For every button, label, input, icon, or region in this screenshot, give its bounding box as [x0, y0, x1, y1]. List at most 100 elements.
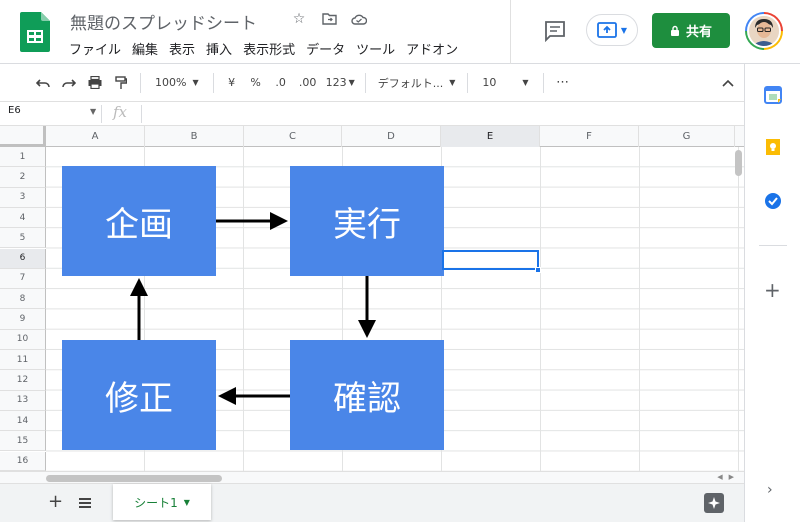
increase-decimal-button[interactable]: .00: [294, 71, 322, 95]
menu-insert[interactable]: 挿入: [206, 43, 233, 58]
toolbar-divider: [364, 72, 366, 93]
column-headers: A B C D E F G: [0, 126, 744, 147]
document-title[interactable]: 無題のスプレッドシート: [70, 14, 257, 34]
row-header-10[interactable]: 10: [0, 329, 46, 350]
arrow-act-to-plan[interactable]: [130, 278, 148, 340]
column-header-b[interactable]: B: [145, 126, 244, 147]
column-header-e[interactable]: E: [441, 126, 540, 147]
row-header-13[interactable]: 13: [0, 390, 46, 411]
zoom-select[interactable]: 100%▼: [147, 71, 207, 95]
diagram-box-do[interactable]: 実行: [290, 166, 444, 276]
undo-icon[interactable]: [30, 71, 56, 95]
vertical-scrollbar[interactable]: [735, 150, 742, 176]
font-size-select[interactable]: 10▼: [474, 71, 536, 95]
chevron-down-icon[interactable]: ▼: [90, 107, 97, 116]
avatar[interactable]: [745, 12, 783, 50]
diagram-box-act[interactable]: 修正: [62, 340, 216, 450]
row-header-1[interactable]: 1: [0, 147, 46, 168]
present-button[interactable]: ▼: [586, 14, 638, 46]
percent-format-button[interactable]: %: [250, 76, 261, 89]
menu-file[interactable]: ファイル: [69, 43, 122, 58]
column-header-f[interactable]: F: [540, 126, 639, 147]
user-photo-icon: [749, 16, 779, 46]
scroll-arrows: ◀ ▶: [717, 473, 734, 481]
more-formats-label: 123: [325, 76, 347, 89]
currency-format-button[interactable]: ¥: [228, 76, 236, 89]
name-box[interactable]: E6: [8, 105, 21, 116]
row-header-8[interactable]: 8: [0, 289, 46, 310]
arrow-check-to-act[interactable]: [218, 387, 290, 405]
sheets-logo-icon[interactable]: [20, 12, 50, 52]
app-header: 無題のスプレッドシート ☆ ファイル 編集 表示 挿入 表示形式 データ ツール…: [0, 0, 800, 64]
font-family-select[interactable]: デフォルト...▼: [372, 71, 462, 95]
collapse-toolbar-icon[interactable]: [718, 71, 738, 95]
menu-bar: ファイル 編集 表示 挿入 表示形式 データ ツール アドオン: [69, 39, 458, 58]
arrow-do-to-check[interactable]: [358, 276, 376, 338]
more-options-button[interactable]: ⋯: [556, 75, 570, 90]
sheet-bar: + シート1 ▼: [0, 483, 744, 522]
column-header-d[interactable]: D: [342, 126, 441, 147]
row-header-11[interactable]: 11: [0, 350, 46, 371]
paint-format-icon[interactable]: [108, 71, 134, 95]
all-sheets-menu-icon[interactable]: [79, 498, 91, 508]
formula-divider: [141, 105, 142, 123]
more-formats-select[interactable]: 123▼: [322, 71, 359, 95]
column-header-a[interactable]: A: [46, 126, 145, 147]
menu-tools[interactable]: ツール: [356, 43, 396, 58]
chevron-down-icon: ▼: [348, 78, 355, 87]
column-header-c[interactable]: C: [244, 126, 342, 147]
share-button[interactable]: 共有: [652, 13, 730, 48]
redo-icon[interactable]: [56, 71, 82, 95]
menu-format[interactable]: 表示形式: [243, 43, 296, 58]
row-header-3[interactable]: 3: [0, 187, 46, 208]
scroll-left-icon[interactable]: ◀: [717, 473, 723, 481]
add-sheet-button[interactable]: +: [48, 491, 64, 512]
row-header-12[interactable]: 12: [0, 370, 46, 391]
explore-button[interactable]: [704, 493, 724, 513]
row-header-16[interactable]: 16: [0, 451, 46, 471]
cloud-status-icon[interactable]: [350, 9, 368, 29]
avatar-photo: [747, 14, 781, 48]
column-header-g[interactable]: G: [639, 126, 735, 147]
row-header-6[interactable]: 6: [0, 248, 46, 269]
menu-view[interactable]: 表示: [169, 43, 196, 58]
diagram-box-plan[interactable]: 企画: [62, 166, 216, 276]
tasks-icon[interactable]: [764, 192, 782, 210]
selected-cell-e6[interactable]: [442, 250, 539, 270]
font-family-value: デフォルト...: [377, 76, 444, 90]
diagram-box-check[interactable]: 確認: [290, 340, 444, 450]
calendar-icon[interactable]: [764, 86, 782, 104]
horizontal-scrollbar[interactable]: [46, 475, 222, 482]
row-header-9[interactable]: 9: [0, 309, 46, 330]
row-header-5[interactable]: 5: [0, 228, 46, 249]
scroll-right-icon[interactable]: ▶: [728, 473, 734, 481]
comment-history-icon[interactable]: [543, 20, 567, 42]
side-panel: + ›: [744, 64, 800, 522]
formula-bar: E6 ▼ fx: [0, 102, 744, 126]
sheet-tab-label: シート1: [134, 495, 178, 510]
row-header-14[interactable]: 14: [0, 410, 46, 432]
chevron-down-icon[interactable]: ▼: [183, 497, 190, 507]
row-header-7[interactable]: 7: [0, 268, 46, 290]
fill-handle[interactable]: [535, 267, 541, 273]
row-header-2[interactable]: 2: [0, 167, 46, 188]
print-icon[interactable]: [82, 71, 108, 95]
menu-data[interactable]: データ: [306, 43, 346, 58]
zoom-value: 100%: [155, 76, 187, 89]
decrease-decimal-label: .0: [275, 76, 286, 89]
sheet-tab-1[interactable]: シート1 ▼: [113, 484, 211, 520]
row-header-4[interactable]: 4: [0, 207, 46, 229]
chevron-right-icon[interactable]: ›: [767, 482, 773, 498]
menu-edit[interactable]: 編集: [132, 43, 159, 58]
spreadsheet-grid[interactable]: A B C D E F G 1 2 3 4 5 6 7 8 9 10 11 12…: [0, 126, 744, 471]
keep-icon[interactable]: [764, 138, 782, 156]
get-addons-icon[interactable]: +: [764, 278, 781, 302]
arrow-plan-to-do[interactable]: [216, 212, 288, 230]
decrease-decimal-button[interactable]: .0: [268, 71, 294, 95]
toolbar-divider: [140, 72, 141, 93]
star-icon[interactable]: ☆: [292, 11, 306, 27]
menu-addons[interactable]: アドオン: [406, 43, 459, 58]
row-header-15[interactable]: 15: [0, 431, 46, 452]
move-folder-icon[interactable]: [320, 9, 338, 29]
select-all-corner[interactable]: [0, 126, 46, 147]
